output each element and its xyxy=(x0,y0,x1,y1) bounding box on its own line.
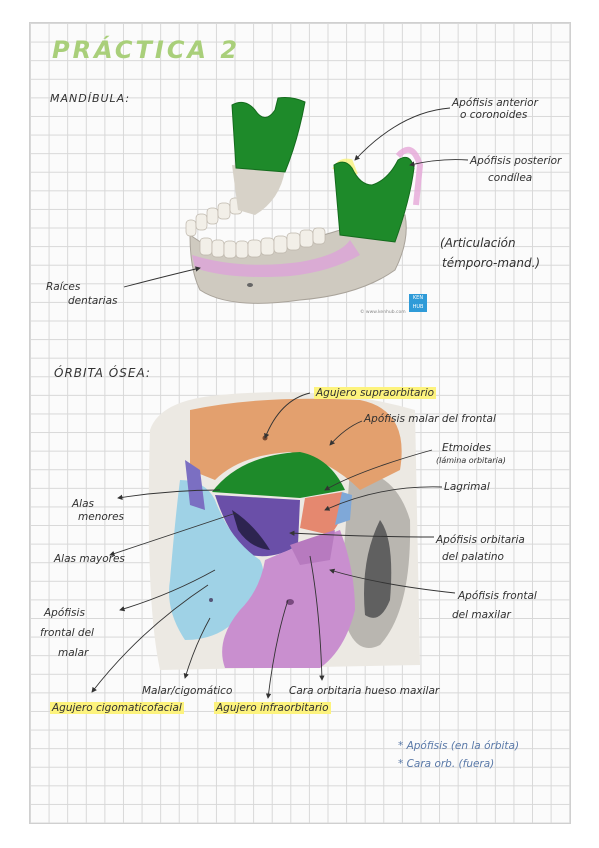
mandible-heading: MANDÍBULA: xyxy=(50,92,131,105)
label-coronoid-1: Apófisis anterior xyxy=(452,97,538,109)
orbit-heading: ÓRBITA ÓSEA: xyxy=(54,366,151,380)
label-joint-1: (Articulación xyxy=(440,236,516,250)
label-lesser-wings-1: Alas xyxy=(72,498,95,510)
label-joint-2: témporo-mand.) xyxy=(442,256,541,270)
label-orbital-face-maxilla: Cara orbitaria hueso maxilar xyxy=(289,685,440,697)
label-roots-2: dentarias xyxy=(68,295,118,307)
label-frontal-process-zygoma-2: frontal del xyxy=(40,627,94,639)
label-malar: Malar/cigomático xyxy=(142,685,233,697)
label-roots-1: Raíces xyxy=(46,281,81,293)
label-zygomaticofacial: Agujero cigomaticofacial xyxy=(50,702,184,714)
page-title: PRÁCTICA 2 xyxy=(52,36,241,64)
label-orbital-process-palatine-1: Apófisis orbitaria xyxy=(436,534,525,546)
legend-line-1: * Apófisis (en la órbita) xyxy=(398,740,520,752)
label-frontal-process-maxilla-2: del maxilar xyxy=(452,609,511,621)
label-orbital-process-palatine-2: del palatino xyxy=(442,551,504,563)
label-ethmoid: Etmoides xyxy=(442,442,491,454)
label-lesser-wings-2: menores xyxy=(78,511,125,523)
label-supraorbital: Agujero supraorbitario xyxy=(314,387,437,399)
label-greater-wings: Alas mayores xyxy=(54,553,125,565)
label-infraorbital: Agujero infraorbitario xyxy=(214,702,331,714)
image-credit: © www.kenhub.com xyxy=(360,310,406,315)
label-coronoid-2: o coronoides xyxy=(460,109,528,121)
label-frontal-process-zygoma-3: malar xyxy=(58,647,89,659)
label-condylar-1: Apófisis posterior xyxy=(470,155,562,167)
label-condylar-2: condílea xyxy=(488,172,533,184)
label-frontal-process-maxilla-1: Apófisis frontal xyxy=(458,590,537,602)
label-ethmoid-sub: (lámina orbitaria) xyxy=(436,456,506,465)
label-lacrimal: Lagrimal xyxy=(444,481,490,493)
legend-line-2: * Cara orb. (fuera) xyxy=(398,758,495,770)
label-frontal-process-zygoma-1: Apófisis xyxy=(44,607,85,619)
label-zygomatic-process-frontal: Apófisis malar del frontal xyxy=(364,413,496,425)
